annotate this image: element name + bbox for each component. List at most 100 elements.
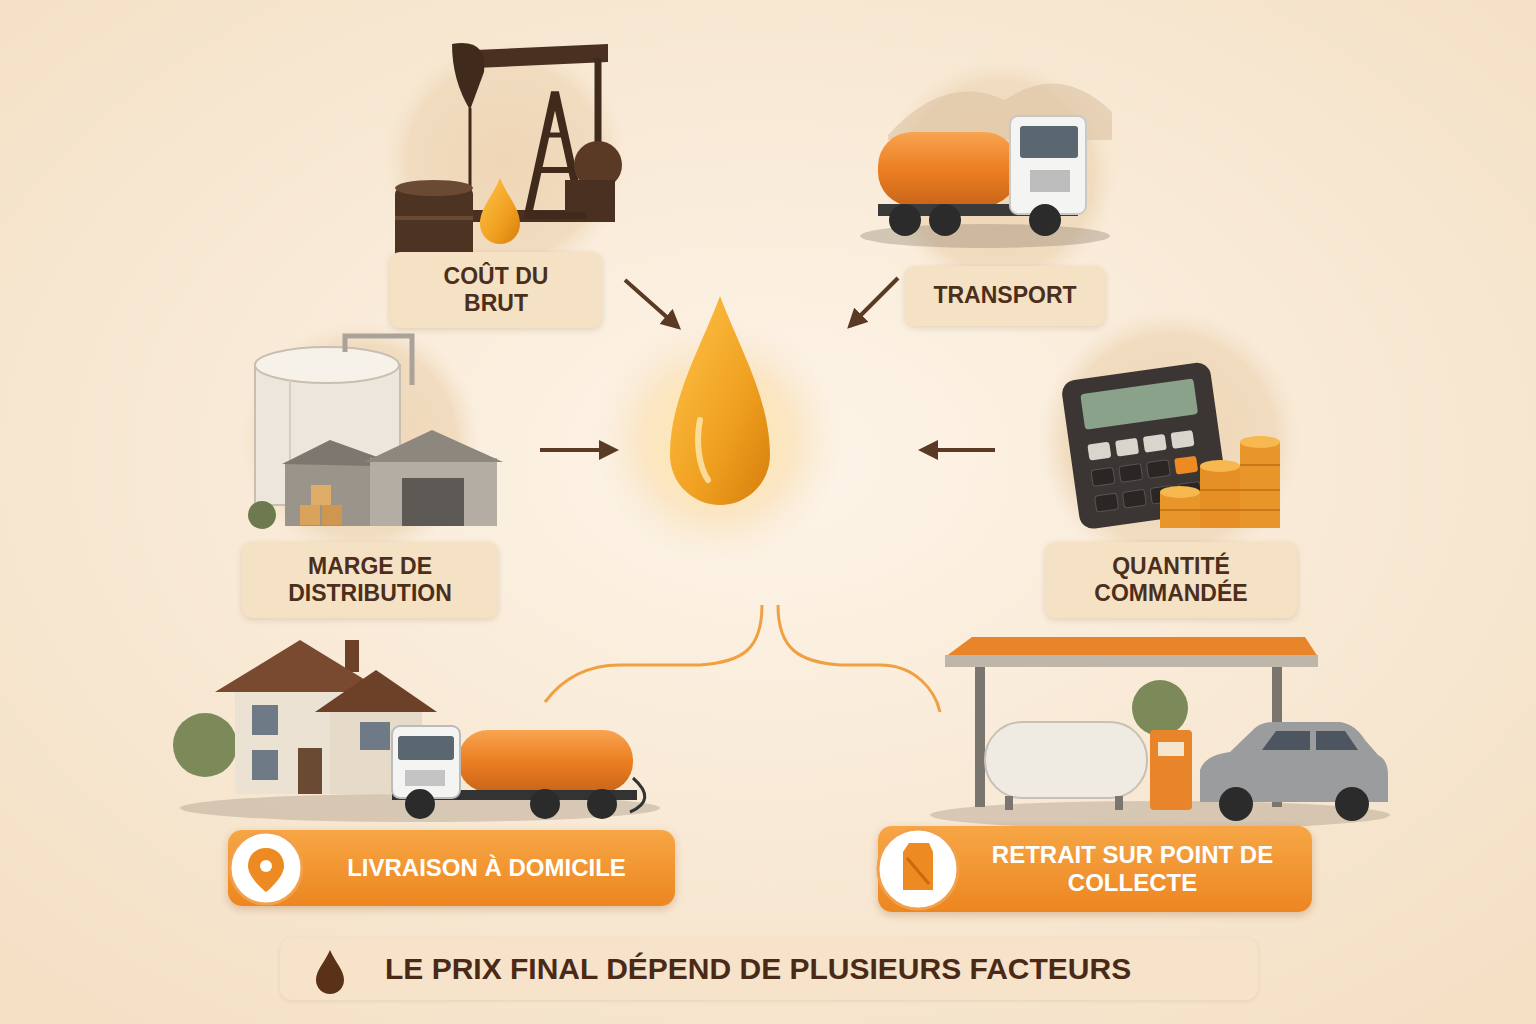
factor-label: MARGE DE DISTRIBUTION xyxy=(242,542,498,618)
tank-top xyxy=(255,347,399,383)
key xyxy=(1119,464,1143,483)
truck-cab xyxy=(1010,116,1086,214)
key xyxy=(1115,438,1139,457)
option-pill: RETRAIT SUR POINT DE COLLECTE xyxy=(878,826,1312,912)
summary-band: LE PRIX FINAL DÉPEND DE PLUSIEURS FACTEU… xyxy=(280,938,1258,1000)
label-text: LIVRAISON À DOMICILE xyxy=(347,854,626,882)
key xyxy=(1171,430,1195,449)
window xyxy=(252,750,278,780)
wheel xyxy=(1335,787,1369,821)
box xyxy=(311,485,331,505)
coin-top xyxy=(1200,460,1240,472)
wheel xyxy=(1029,204,1061,236)
warehouse-side xyxy=(285,462,373,526)
storage-tank xyxy=(985,722,1147,798)
hose xyxy=(630,778,645,812)
car-window xyxy=(1262,731,1310,750)
split-curve xyxy=(778,605,940,712)
door xyxy=(298,748,322,794)
derrick-bar xyxy=(545,133,565,138)
canopy-fascia xyxy=(945,655,1318,667)
label-text: COÛT DU BRUT xyxy=(421,263,571,317)
wheel xyxy=(1219,787,1253,821)
tank-leg xyxy=(1005,796,1013,810)
pin-hole xyxy=(260,860,272,872)
pump-beam xyxy=(475,44,608,68)
car-window xyxy=(1316,731,1358,750)
label-text: TRANSPORT xyxy=(933,282,1076,309)
calculator-screen xyxy=(1080,378,1198,430)
drop-highlight xyxy=(698,420,708,480)
fuel-pump xyxy=(1150,730,1192,810)
window xyxy=(360,722,390,750)
factor-arrow xyxy=(540,448,615,452)
coin-top xyxy=(1240,436,1280,448)
option-pill: LIVRAISON À DOMICILE xyxy=(228,830,675,906)
coin-stack xyxy=(1200,466,1240,528)
pump-screen xyxy=(1158,742,1184,756)
barrel-top xyxy=(395,180,473,196)
small-drop xyxy=(480,178,520,244)
factor-label: COÛT DU BRUT xyxy=(390,252,602,328)
tree xyxy=(173,713,237,777)
icon-circle xyxy=(230,832,302,904)
factor-arrow xyxy=(625,280,678,327)
warehouse-roof xyxy=(282,440,380,466)
coin-edge xyxy=(1200,489,1280,491)
factor-label: QUANTITÉ COMMANDÉE xyxy=(1045,542,1297,618)
gearbox xyxy=(565,180,615,212)
key xyxy=(1122,489,1146,508)
label-text: MARGE DE DISTRIBUTION xyxy=(263,553,478,607)
pillar xyxy=(975,667,985,807)
tanker-tank xyxy=(878,132,1018,206)
house-roof xyxy=(315,670,437,712)
warehouse-front xyxy=(370,458,497,526)
jerrycan-mark xyxy=(907,858,929,884)
coin-top xyxy=(1160,486,1200,498)
key xyxy=(1143,434,1167,453)
coin-stack xyxy=(1240,442,1280,528)
grille xyxy=(405,770,445,786)
jerrycan xyxy=(903,843,933,890)
location-pin xyxy=(248,848,284,892)
box xyxy=(322,505,342,525)
windshield xyxy=(398,736,454,760)
key xyxy=(1091,467,1115,486)
drop-icon xyxy=(316,950,344,994)
oil-drop xyxy=(670,296,770,505)
factor-arrow xyxy=(922,448,995,452)
wheel xyxy=(889,204,921,236)
wheel xyxy=(929,204,961,236)
key xyxy=(1146,460,1170,479)
wheel xyxy=(587,789,617,819)
label-text: LE PRIX FINAL DÉPEND DE PLUSIEURS FACTEU… xyxy=(385,951,1131,986)
windshield xyxy=(1020,126,1078,158)
key xyxy=(1087,442,1111,461)
grille xyxy=(1030,170,1070,192)
tree xyxy=(1132,680,1188,736)
tanker-tank xyxy=(458,730,633,792)
split-curve xyxy=(545,605,762,702)
factor-arrow xyxy=(850,278,898,326)
coin-edge xyxy=(1160,509,1280,511)
wheel xyxy=(405,789,435,819)
warehouse-gable xyxy=(364,430,503,462)
window xyxy=(252,705,278,735)
coin-edge xyxy=(1240,464,1280,466)
truck-cab xyxy=(392,726,460,798)
tank-leg xyxy=(1115,796,1123,810)
key xyxy=(1174,456,1198,475)
derrick-bar xyxy=(538,167,572,173)
icon-backdrop xyxy=(1038,308,1302,572)
label-text: RETRAIT SUR POINT DE COLLECTE xyxy=(992,841,1274,898)
horse-head xyxy=(452,43,484,110)
chimney xyxy=(345,640,359,672)
icon-circle xyxy=(878,829,958,909)
box xyxy=(300,505,320,525)
label-text: QUANTITÉ COMMANDÉE xyxy=(1076,553,1266,607)
